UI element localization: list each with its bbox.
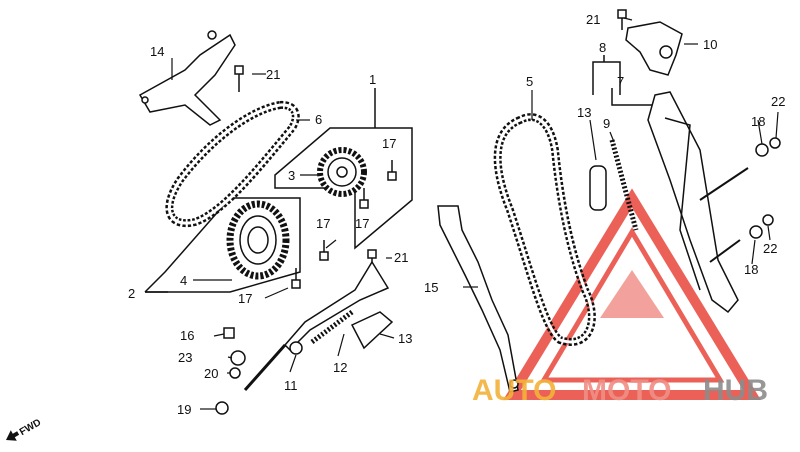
part-number-labels: 1 2 3 4 5 6 7 8 9 10 11 12 13 13 14 15 1… [128, 12, 785, 417]
label-18-b: 18 [744, 262, 758, 277]
watermark-hub: HUB [703, 374, 768, 407]
label-22-b: 22 [763, 241, 777, 256]
label-5: 5 [526, 74, 533, 89]
fwd-label: FWD [18, 417, 43, 438]
label-21-a: 21 [266, 67, 280, 82]
label-1: 1 [369, 72, 376, 87]
bolts [234, 9, 627, 289]
label-6: 6 [315, 112, 322, 127]
washers-nuts [749, 137, 781, 239]
label-22-a: 22 [771, 94, 785, 109]
label-18-a: 18 [751, 114, 765, 129]
label-3: 3 [288, 168, 295, 183]
watermark-moto: MOTO [582, 374, 671, 407]
watermark-auto: AUTO [472, 374, 556, 407]
label-17-b: 17 [355, 216, 369, 231]
label-17-c: 17 [316, 216, 330, 231]
watermark-text: AUTO MOTO HUB [472, 374, 768, 407]
chain-guide-rear [437, 205, 519, 393]
cam-chain-left [165, 100, 300, 228]
forward-direction-indicator: FWD [6, 417, 43, 441]
label-15: 15 [424, 280, 438, 295]
label-9: 9 [603, 116, 610, 131]
tensioner-arm-assembly [243, 260, 394, 391]
label-2: 2 [128, 286, 135, 301]
cam-sprocket [317, 147, 367, 197]
label-8: 8 [599, 40, 606, 55]
label-14: 14 [150, 44, 164, 59]
label-21-c: 21 [586, 12, 600, 27]
assembly-outlines [144, 55, 662, 293]
label-10: 10 [703, 37, 717, 52]
cam-chain-right [493, 113, 596, 346]
label-16: 16 [180, 328, 194, 343]
label-4: 4 [180, 273, 187, 288]
label-12: 12 [333, 360, 347, 375]
tensioner-assembly [589, 21, 749, 314]
label-7: 7 [617, 74, 624, 89]
label-17-d: 17 [238, 291, 252, 306]
label-13-left: 13 [398, 331, 412, 346]
forward-arrow-icon [6, 430, 20, 441]
drive-sprocket [226, 200, 290, 280]
chain-guide-top [138, 30, 236, 126]
label-23: 23 [178, 350, 192, 365]
label-19: 19 [177, 402, 191, 417]
leader-lines [171, 17, 779, 410]
label-13-right: 13 [577, 105, 591, 120]
label-20: 20 [204, 366, 218, 381]
small-fasteners [215, 327, 246, 415]
label-21-b: 21 [394, 250, 408, 265]
label-17-a: 17 [382, 136, 396, 151]
label-11: 11 [284, 378, 298, 393]
